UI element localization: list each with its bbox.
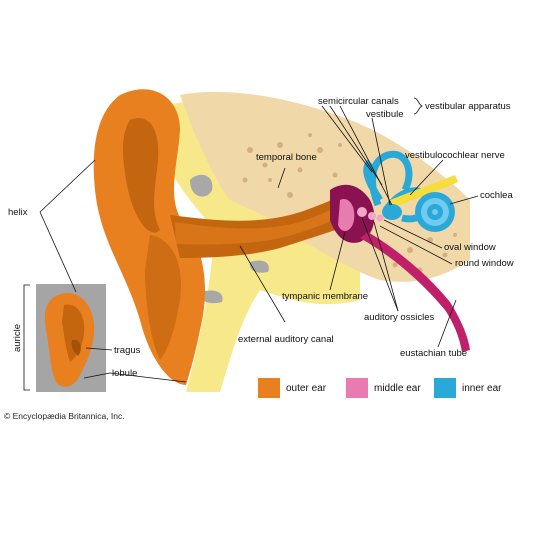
label-lobule: lobule [112, 368, 138, 379]
legend-label-inner-ear: inner ear [462, 382, 502, 394]
vestibule-shape [382, 204, 402, 220]
legend-swatch-outer-ear [258, 378, 280, 398]
legend-middle-ear: middle ear [346, 378, 421, 398]
label-temporal-bone: temporal bone [256, 152, 317, 163]
legend-swatch-middle-ear [346, 378, 368, 398]
label-vestibule: vestibule [366, 109, 404, 120]
vestibulocochlear-nerve-shape [390, 175, 458, 208]
legend-label-middle-ear: middle ear [374, 382, 421, 394]
label-external-auditory-canal: external auditory canal [238, 334, 334, 345]
ossicle-1 [357, 207, 367, 217]
legend-label-outer-ear: outer ear [286, 382, 327, 394]
ossicle-2 [368, 212, 376, 220]
label-oval-window: oval window [444, 242, 496, 253]
label-eustachian-tube: eustachian tube [400, 348, 468, 359]
label-auricle: auricle [12, 324, 23, 352]
legend-swatch-inner-ear [434, 378, 456, 398]
legend-outer-ear: outer ear [258, 378, 326, 398]
label-round-window: round window [455, 258, 514, 269]
label-vestibulocochlear-nerve: vestibulocochlear nerve [405, 150, 505, 161]
label-vestibular-apparatus: vestibular apparatus [425, 101, 511, 112]
temporal-bone [180, 91, 470, 282]
label-cochlea: cochlea [480, 190, 513, 201]
legend-inner-ear: inner ear [434, 378, 501, 398]
label-tympanic-membrane: tympanic membrane [282, 291, 369, 302]
copyright-notice: © Encyclopædia Britannica, Inc. [4, 411, 125, 421]
label-auditory-ossicles: auditory ossicles [364, 312, 435, 323]
cartilage [190, 174, 213, 197]
eustachian-tube-shape [360, 232, 470, 352]
label-tragus: tragus [114, 345, 141, 356]
ossicle-3 [376, 214, 384, 222]
label-helix: helix [8, 207, 28, 218]
label-semicircular-canals: semicircular canals [318, 96, 399, 107]
cochlea-shape [415, 192, 455, 232]
tympanic-membrane-shape [338, 199, 355, 232]
